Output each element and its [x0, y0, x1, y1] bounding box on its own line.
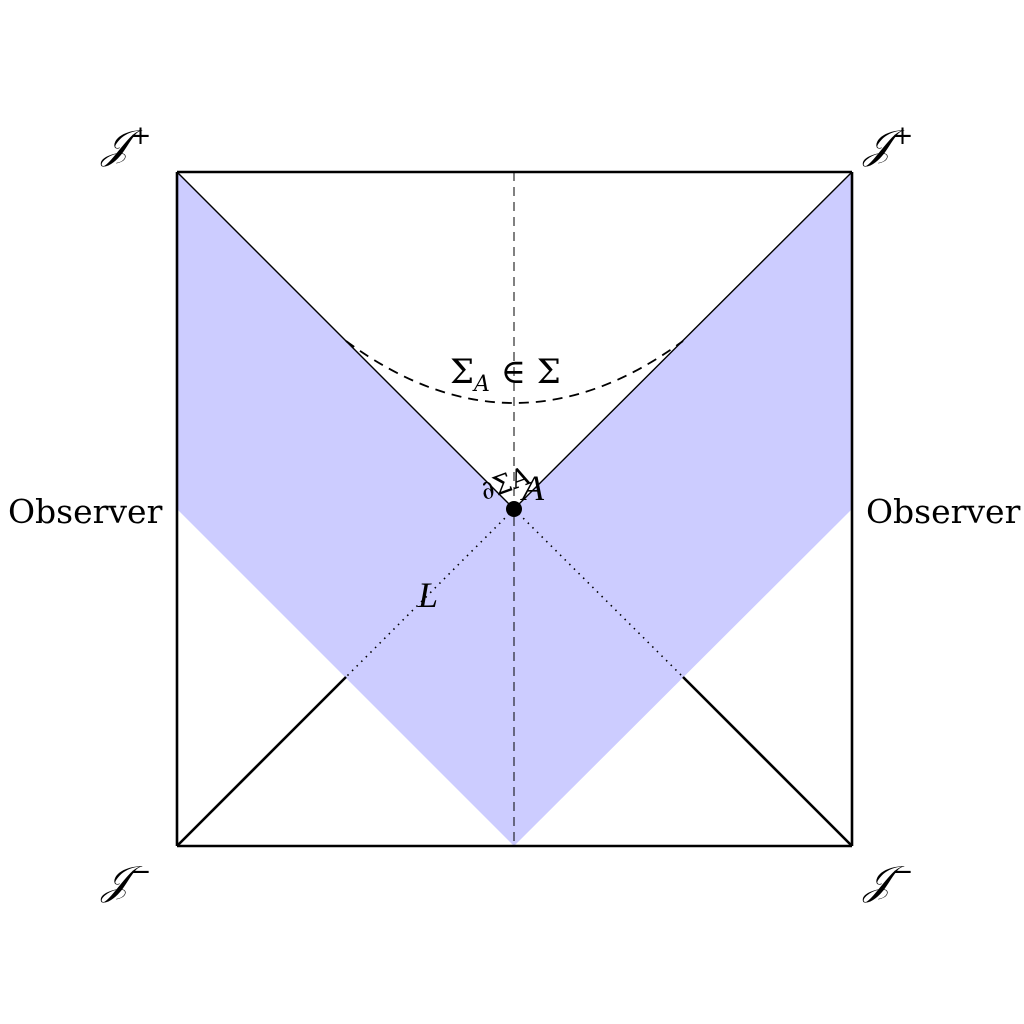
horizon-upper-left: [176, 171, 515, 510]
scri-plus-left-label: 𝒥+: [100, 121, 151, 168]
scri-plus-right-label: 𝒥+: [862, 121, 913, 168]
scri-minus-left-label: 𝒥−: [100, 857, 151, 904]
dotted-ray-right: [513, 508, 684, 678]
shaded-wedge-right: [514, 172, 852, 846]
sigma-region-label: ΣA ∈ Σ: [450, 352, 561, 397]
shaded-wedge-left: [177, 172, 514, 846]
horizon-upper-right: [513, 171, 853, 510]
point-label-a: A: [520, 468, 545, 508]
line-label-l: L: [417, 575, 438, 615]
scri-minus-right-label: 𝒥−: [862, 857, 913, 904]
point-dot: [506, 501, 522, 517]
dashed-curve-sigma: [345, 340, 684, 404]
observer-left-label: Observer: [8, 492, 163, 531]
horizon-lower-right: [682, 676, 853, 847]
observer-right-label: Observer: [866, 492, 1021, 531]
dotted-ray-left: [345, 508, 515, 678]
horizon-lower-left: [176, 676, 347, 847]
